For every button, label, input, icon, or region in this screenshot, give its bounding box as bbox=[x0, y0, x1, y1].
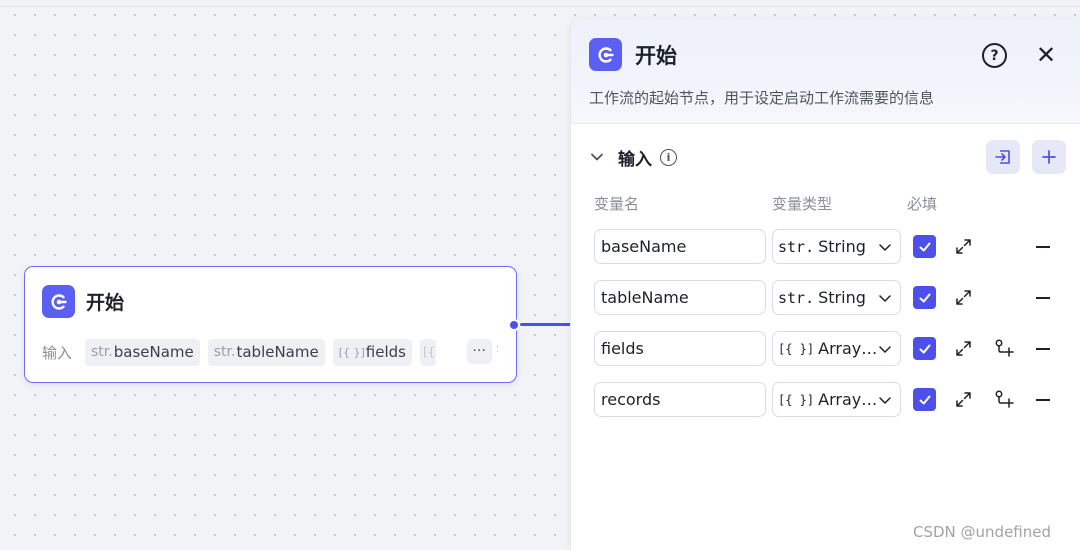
chevron-down-icon bbox=[879, 244, 891, 251]
plus-icon bbox=[1042, 150, 1056, 164]
remove-variable-button[interactable] bbox=[1036, 348, 1050, 350]
start-logo-icon bbox=[589, 38, 622, 71]
toolbar-divider bbox=[0, 6, 1080, 7]
input-chip: str.baseName bbox=[85, 338, 200, 366]
chevron-down-icon bbox=[879, 397, 891, 404]
remove-variable-button[interactable] bbox=[1036, 399, 1050, 401]
connection-edge[interactable] bbox=[520, 323, 572, 326]
variable-type-select[interactable]: [{ }] Array<Object> bbox=[772, 331, 901, 366]
expand-icon[interactable] bbox=[955, 340, 972, 357]
required-checkbox[interactable] bbox=[913, 388, 936, 411]
panel-header: 开始 ? ✕ 工作流的起始节点，用于设定启动工作流需要的信息 bbox=[571, 19, 1080, 124]
info-icon[interactable]: i bbox=[660, 148, 677, 166]
variable-row: str. String bbox=[571, 280, 1080, 316]
input-chip-truncated: [{ bbox=[419, 338, 436, 366]
input-chip: str.tableName bbox=[207, 338, 325, 366]
variable-row: [{ }] Array<Object> bbox=[571, 331, 1080, 367]
node-settings-panel: 开始 ? ✕ 工作流的起始节点，用于设定启动工作流需要的信息 输入 i 变量名 … bbox=[570, 19, 1080, 550]
input-chip: [{ }]fields bbox=[332, 338, 412, 366]
variable-name-input[interactable] bbox=[594, 229, 766, 264]
add-variable-button[interactable] bbox=[1032, 140, 1066, 174]
node-title: 开始 bbox=[86, 292, 125, 314]
remove-variable-button[interactable] bbox=[1036, 246, 1050, 248]
chevron-down-icon bbox=[879, 295, 891, 302]
panel-description: 工作流的起始节点，用于设定启动工作流需要的信息 bbox=[589, 89, 935, 107]
help-icon[interactable]: ? bbox=[982, 43, 1007, 68]
column-header-required: 必填 bbox=[907, 195, 938, 213]
panel-title: 开始 bbox=[635, 44, 677, 68]
start-logo-icon bbox=[42, 285, 75, 318]
variable-type-select[interactable]: str. String bbox=[772, 280, 901, 315]
required-checkbox[interactable] bbox=[913, 337, 936, 360]
variable-row: str. String bbox=[571, 229, 1080, 265]
expand-icon[interactable] bbox=[955, 289, 972, 306]
import-icon bbox=[995, 150, 1010, 164]
expand-icon[interactable] bbox=[955, 238, 972, 255]
required-checkbox[interactable] bbox=[913, 235, 936, 258]
variable-row: [{ }] Array<Object> bbox=[571, 382, 1080, 418]
add-child-icon[interactable] bbox=[994, 338, 1014, 358]
variable-name-input[interactable] bbox=[594, 331, 766, 366]
section-title: 输入 bbox=[618, 149, 652, 170]
add-child-icon[interactable] bbox=[994, 389, 1014, 409]
chevron-down-icon[interactable] bbox=[589, 149, 605, 165]
required-checkbox[interactable] bbox=[913, 286, 936, 309]
variable-type-select[interactable]: str. String bbox=[772, 229, 901, 264]
output-port[interactable] bbox=[508, 319, 520, 331]
remove-variable-button[interactable] bbox=[1036, 297, 1050, 299]
expand-icon[interactable] bbox=[955, 391, 972, 408]
node-input-label: 输入 bbox=[42, 343, 73, 362]
drag-handle-icon[interactable]: ·· bbox=[496, 342, 500, 358]
variable-type-select[interactable]: [{ }] Array<Object> bbox=[772, 382, 901, 417]
column-header-name: 变量名 bbox=[594, 195, 640, 213]
more-inputs-button[interactable]: ··· bbox=[467, 339, 492, 364]
chevron-down-icon bbox=[879, 346, 891, 353]
variable-name-input[interactable] bbox=[594, 382, 766, 417]
close-icon[interactable]: ✕ bbox=[1035, 41, 1057, 69]
import-button[interactable] bbox=[986, 140, 1020, 174]
watermark: CSDN @undefined bbox=[913, 523, 1052, 541]
column-header-type: 变量类型 bbox=[772, 195, 833, 213]
start-node[interactable]: 开始 输入 str.baseName str.tableName [{ }]fi… bbox=[24, 266, 517, 383]
input-section-header[interactable]: 输入 i bbox=[589, 145, 677, 170]
variable-name-input[interactable] bbox=[594, 280, 766, 315]
node-header: 开始 bbox=[42, 285, 124, 318]
node-inputs-row: 输入 str.baseName str.tableName [{ }]field… bbox=[42, 338, 444, 366]
